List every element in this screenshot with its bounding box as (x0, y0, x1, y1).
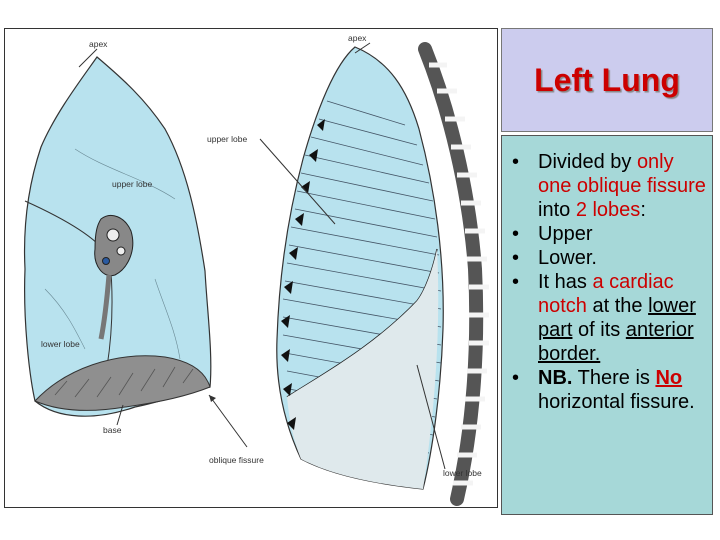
bullet-text: There is (572, 367, 656, 389)
lung-illustration-panel: apex upper lobe lower lobe base oblique … (4, 28, 498, 508)
label-base: base (103, 425, 122, 435)
bullet-text-underlined: anterior border. (538, 319, 694, 365)
hilum-vessel (106, 228, 120, 242)
label-oblique-fissure: oblique fissure (209, 455, 264, 465)
medial-texture (44, 148, 181, 360)
pulmonary-ligament (98, 274, 112, 340)
bullet-text-highlight: No (655, 367, 683, 389)
lateral-oblique-fissure (286, 248, 438, 398)
leader-line (208, 394, 248, 448)
leader-line (78, 48, 98, 68)
lateral-view (259, 42, 489, 506)
page-title: Left Lung (534, 61, 680, 98)
bullet-item: Divided by only one oblique fissure into… (510, 150, 706, 222)
bullet-text: : (640, 199, 646, 221)
label-upper-lobe-medial: upper lobe (112, 179, 152, 189)
leader-line (354, 42, 371, 54)
label-apex-lateral: apex (348, 33, 367, 43)
bullet-text-highlight: only one oblique fissure (538, 151, 706, 197)
bullet-text-highlight: 2 lobes (575, 199, 641, 221)
leader-line (116, 404, 124, 426)
vertebral-bodies (429, 62, 489, 486)
leader-line (416, 364, 446, 470)
bullet-text-highlight: a cardiac notch (538, 271, 674, 317)
bullet-text: Lower. (538, 247, 597, 269)
bullet-text-underlined: lower part (538, 295, 696, 341)
bullets-box: Divided by only one oblique fissure into… (501, 135, 713, 515)
label-upper-lobe-lateral: upper lobe (207, 134, 247, 144)
bullet-text: It has (538, 271, 593, 293)
bullet-item: NB. There is No horizontal fissure. (510, 366, 706, 414)
title-box: Left Lung (501, 28, 713, 132)
leader-line (259, 138, 336, 225)
label-lower-lobe-lateral: lower lobe (443, 468, 482, 478)
hilum-vessel (102, 257, 110, 265)
hilum-vessel (116, 246, 126, 256)
lung-illustration: apex upper lobe lower lobe base oblique … (23, 33, 489, 506)
bullet-item: Upper (510, 222, 706, 246)
label-apex-medial: apex (89, 39, 108, 49)
vertebral-column (418, 42, 484, 506)
diaphragmatic-base (34, 355, 211, 412)
bullet-text: of its (572, 319, 626, 341)
lower-lobe-shade (287, 249, 439, 489)
arrow-head (209, 395, 216, 402)
bullet-text: at the (586, 295, 649, 317)
bullet-item: It has a cardiac notch at the lower part… (510, 270, 706, 366)
medial-view (23, 48, 248, 448)
bullet-list: Divided by only one oblique fissure into… (502, 136, 712, 414)
bullet-text-bold: NB. (538, 367, 573, 389)
bullet-text: Upper (538, 223, 593, 245)
bullet-item: Lower. (510, 246, 706, 270)
base-hatching (54, 366, 194, 398)
bullet-text: into (538, 199, 576, 221)
bullet-text: horizontal fissure. (538, 391, 695, 413)
bullet-text: Divided by (538, 151, 637, 173)
label-lower-lobe-medial: lower lobe (41, 339, 80, 349)
